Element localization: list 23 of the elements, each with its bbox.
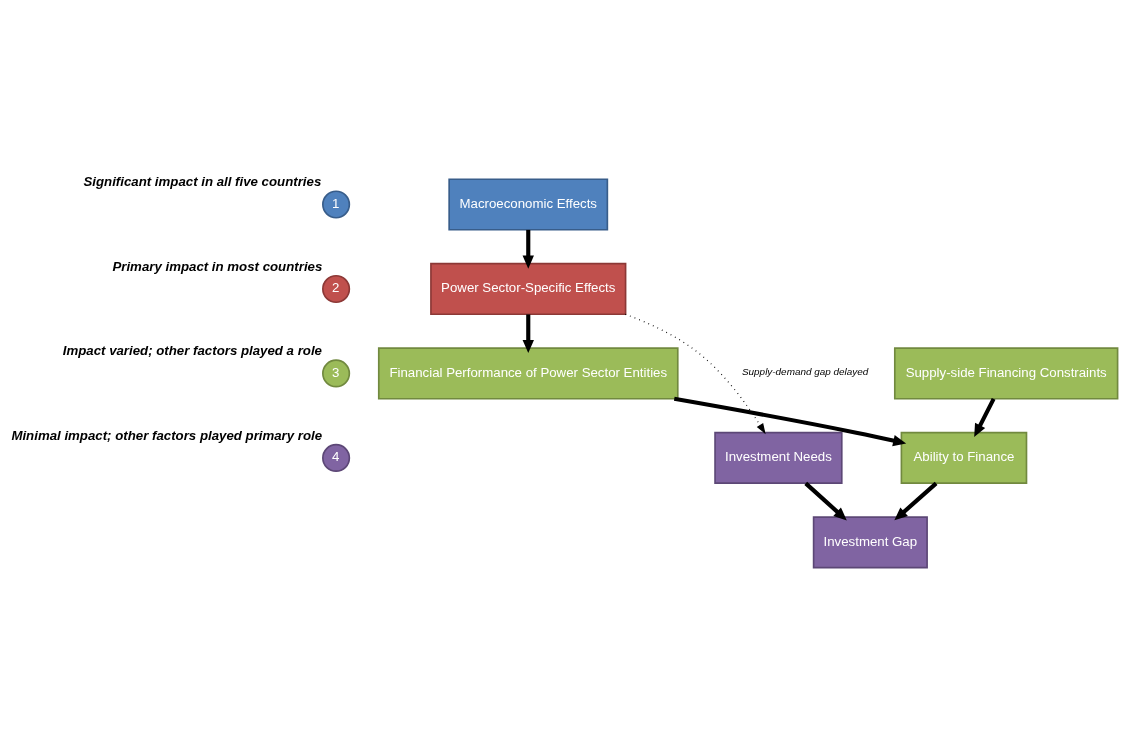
arrow xyxy=(522,314,534,354)
node-circle: 4 xyxy=(322,443,351,472)
node-box: Ability to Finance xyxy=(900,431,1028,485)
node-circle: 3 xyxy=(322,359,351,388)
node-label: Primary impact in most countries xyxy=(112,258,323,274)
node-circle: 2 xyxy=(322,274,351,304)
node-circle: 1 xyxy=(322,190,351,219)
node-label: Impact varied; other factors played a role xyxy=(62,343,322,359)
arrow xyxy=(974,397,996,438)
edge-label: Supply-demand gap delayed xyxy=(741,366,869,378)
node-label: Significant impact in all five countries xyxy=(83,174,322,190)
node-box: Investment Needs xyxy=(714,431,843,485)
arrow xyxy=(894,481,938,521)
arrow xyxy=(522,229,534,269)
arrow xyxy=(673,396,907,447)
node-box: Investment Gap xyxy=(812,516,928,569)
arrow xyxy=(804,481,847,521)
node-box: Financial Performance of Power Sector Entities xyxy=(377,347,679,400)
node-box: Supply-side Financing Constraints xyxy=(893,347,1119,400)
node-box: Macroeconomic Effects xyxy=(448,178,609,231)
node-label: Minimal impact; other factors played primary role xyxy=(11,427,323,443)
node-box: Power Sector-Specific Effects xyxy=(430,262,627,316)
arrow xyxy=(624,313,766,435)
